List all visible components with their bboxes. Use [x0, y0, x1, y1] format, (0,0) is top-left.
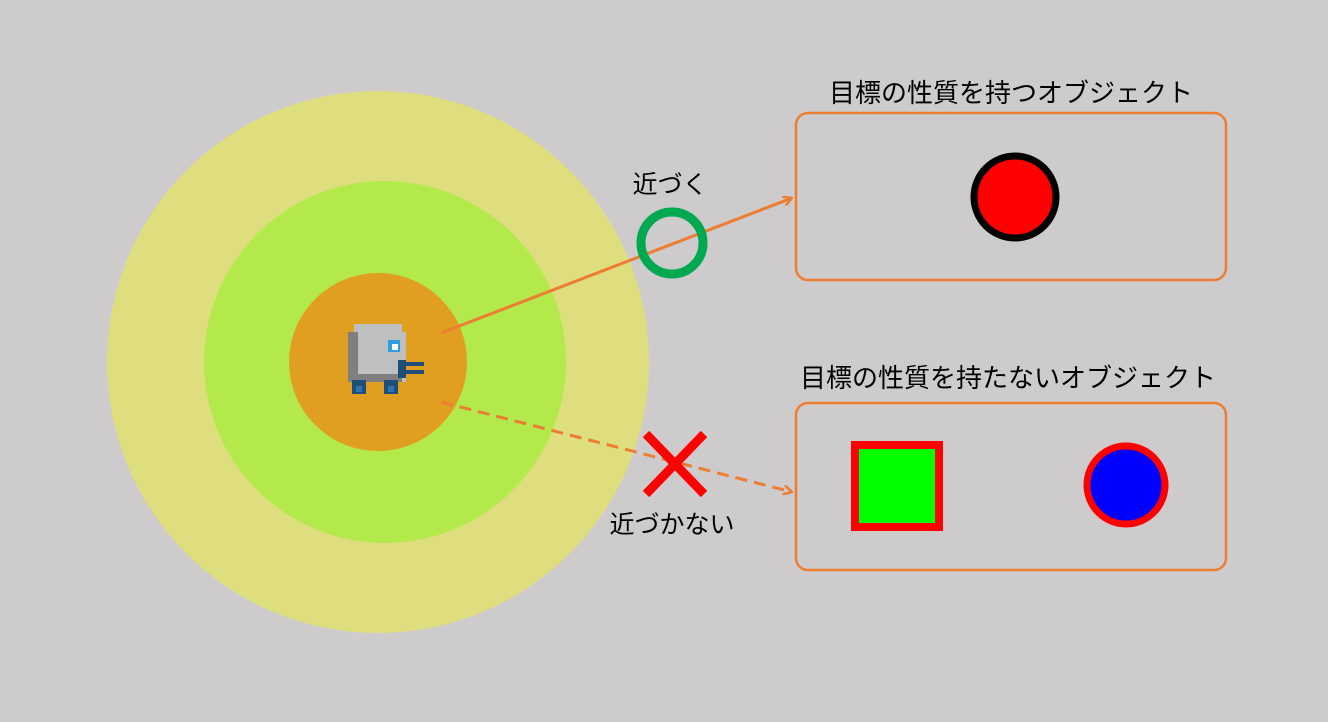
red-circle-object — [970, 152, 1060, 242]
target-box-title: 目標の性質を持つオブジェクト — [829, 79, 1193, 109]
green-square-object — [851, 441, 943, 531]
nontarget-box-title: 目標の性質を持たないオブジェクト — [800, 364, 1216, 394]
circle-ok-icon — [636, 207, 708, 279]
blue-circle-object — [1083, 442, 1169, 528]
not-approach-arrow — [440, 400, 792, 492]
not-approach-label: 近づかない — [609, 510, 734, 539]
nontarget-object-box — [794, 401, 1228, 572]
pixel-robot-icon — [348, 324, 424, 394]
approach-arrow — [440, 198, 792, 335]
approach-label: 近づく — [632, 170, 707, 199]
cross-ng-icon — [642, 430, 708, 498]
target-object-box — [794, 111, 1228, 282]
